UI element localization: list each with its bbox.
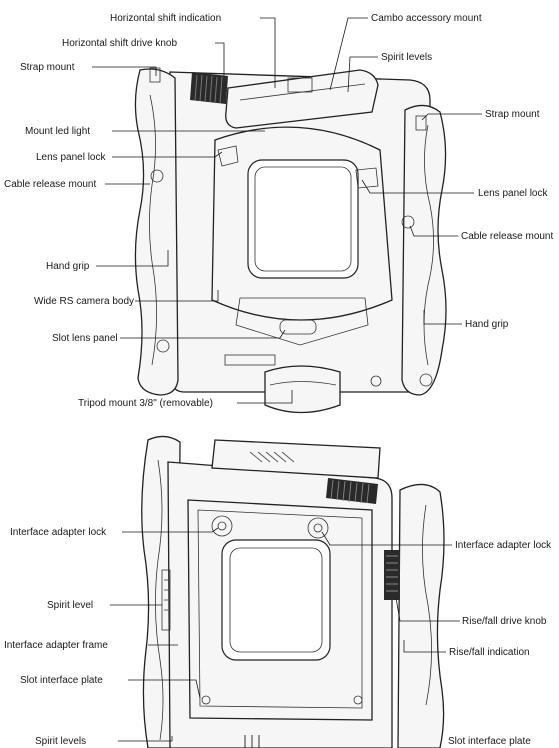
- label-spirit-levels-bottom: Spirit levels: [35, 736, 86, 747]
- label-cable-release-mount-right: Cable release mount: [461, 231, 553, 242]
- label-horizontal-shift-indication: Horizontal shift indication: [110, 13, 221, 24]
- label-cable-release-mount-left: Cable release mount: [4, 179, 96, 190]
- sensor-window: [248, 160, 358, 278]
- label-interface-adapter-lock-right: Interface adapter lock: [455, 540, 552, 551]
- tripod-mount-shape: [265, 366, 340, 413]
- right-hand-grip-shape: [402, 105, 446, 395]
- label-strap-mount-right: Strap mount: [485, 109, 540, 120]
- front-camera-illustration: [135, 68, 446, 413]
- label-horizontal-shift-drive-knob: Horizontal shift drive knob: [62, 38, 177, 49]
- label-lens-panel-lock-left: Lens panel lock: [36, 152, 106, 163]
- label-slot-interface-plate-right: Slot interface plate: [448, 736, 531, 747]
- label-rise-fall-drive-knob: Rise/fall drive knob: [462, 616, 547, 627]
- label-slot-interface-plate-left: Slot interface plate: [20, 675, 103, 686]
- label-strap-mount-left: Strap mount: [20, 62, 75, 73]
- label-hand-grip-right: Hand grip: [465, 319, 509, 330]
- label-hand-grip-left: Hand grip: [46, 261, 90, 272]
- label-mount-led-light: Mount led light: [25, 126, 90, 137]
- label-interface-adapter-lock-left: Interface adapter lock: [10, 527, 107, 538]
- label-wide-rs-camera-body: Wide RS camera body: [34, 296, 134, 307]
- label-interface-adapter-frame: Interface adapter frame: [4, 640, 108, 651]
- label-lens-panel-lock-right: Lens panel lock: [478, 188, 548, 199]
- label-rise-fall-indication: Rise/fall indication: [449, 647, 530, 658]
- label-spirit-level: Spirit level: [47, 600, 93, 611]
- label-spirit-levels-top: Spirit levels: [381, 52, 432, 63]
- label-slot-lens-panel: Slot lens panel: [52, 333, 118, 344]
- rear-camera-illustration: [142, 436, 444, 748]
- label-tripod-mount: Tripod mount 3/8" (removable): [78, 398, 213, 409]
- label-cambo-accessory-mount: Cambo accessory mount: [371, 13, 482, 24]
